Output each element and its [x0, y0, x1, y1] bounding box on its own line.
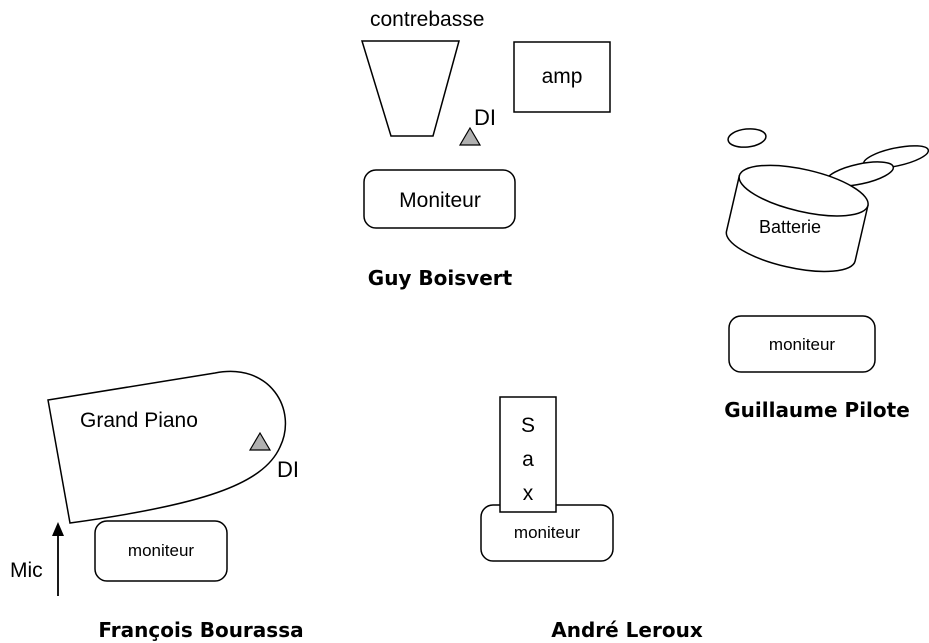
- bass-monitor: [363, 169, 516, 229]
- piano-monitor: [94, 520, 228, 582]
- piano-di-label: DI: [277, 457, 299, 482]
- mic-label: Mic: [10, 559, 43, 582]
- drums-section: Batterie moniteur Guillaume Pilote: [724, 128, 929, 422]
- cymbal-1: [727, 128, 767, 148]
- bass-di-marker: [458, 126, 482, 146]
- batterie-label: Batterie: [759, 217, 821, 237]
- guy-boisvert-name: Guy Boisvert: [368, 266, 513, 290]
- sax-monitor-label: moniteur: [514, 523, 580, 542]
- mic-arrow-icon: [52, 522, 64, 536]
- bass-monitor-label: Moniteur: [399, 189, 481, 212]
- amp-label: amp: [542, 65, 583, 88]
- contrebasse-shape: [360, 40, 460, 137]
- bass-section: contrebasse amp DI Moniteur Guy Boisvert: [360, 8, 611, 290]
- drums-monitor: [728, 315, 876, 373]
- sax-letter-s: S: [521, 414, 535, 437]
- grand-piano-label: Grand Piano: [80, 409, 198, 432]
- sax-section: moniteur S a x André Leroux: [480, 396, 703, 642]
- sax-letter-x: x: [523, 482, 534, 505]
- guillaume-pilote-name: Guillaume Pilote: [724, 398, 910, 422]
- piano-monitor-label: moniteur: [128, 541, 194, 560]
- drums-monitor-label: moniteur: [769, 335, 835, 354]
- grand-piano-shape: [47, 370, 287, 524]
- francois-bourassa-name: François Bourassa: [98, 618, 303, 642]
- batterie-drum: [725, 164, 869, 273]
- amp-box: [513, 41, 611, 113]
- sax-letter-a: a: [522, 448, 534, 471]
- bass-di-label: DI: [474, 105, 496, 130]
- sax-box: [499, 396, 557, 513]
- andre-leroux-name: André Leroux: [551, 618, 703, 642]
- piano-di-marker: [248, 431, 272, 451]
- contrebasse-label: contrebasse: [370, 8, 484, 31]
- piano-section: Grand Piano DI Mic moniteur François Bou…: [10, 370, 304, 642]
